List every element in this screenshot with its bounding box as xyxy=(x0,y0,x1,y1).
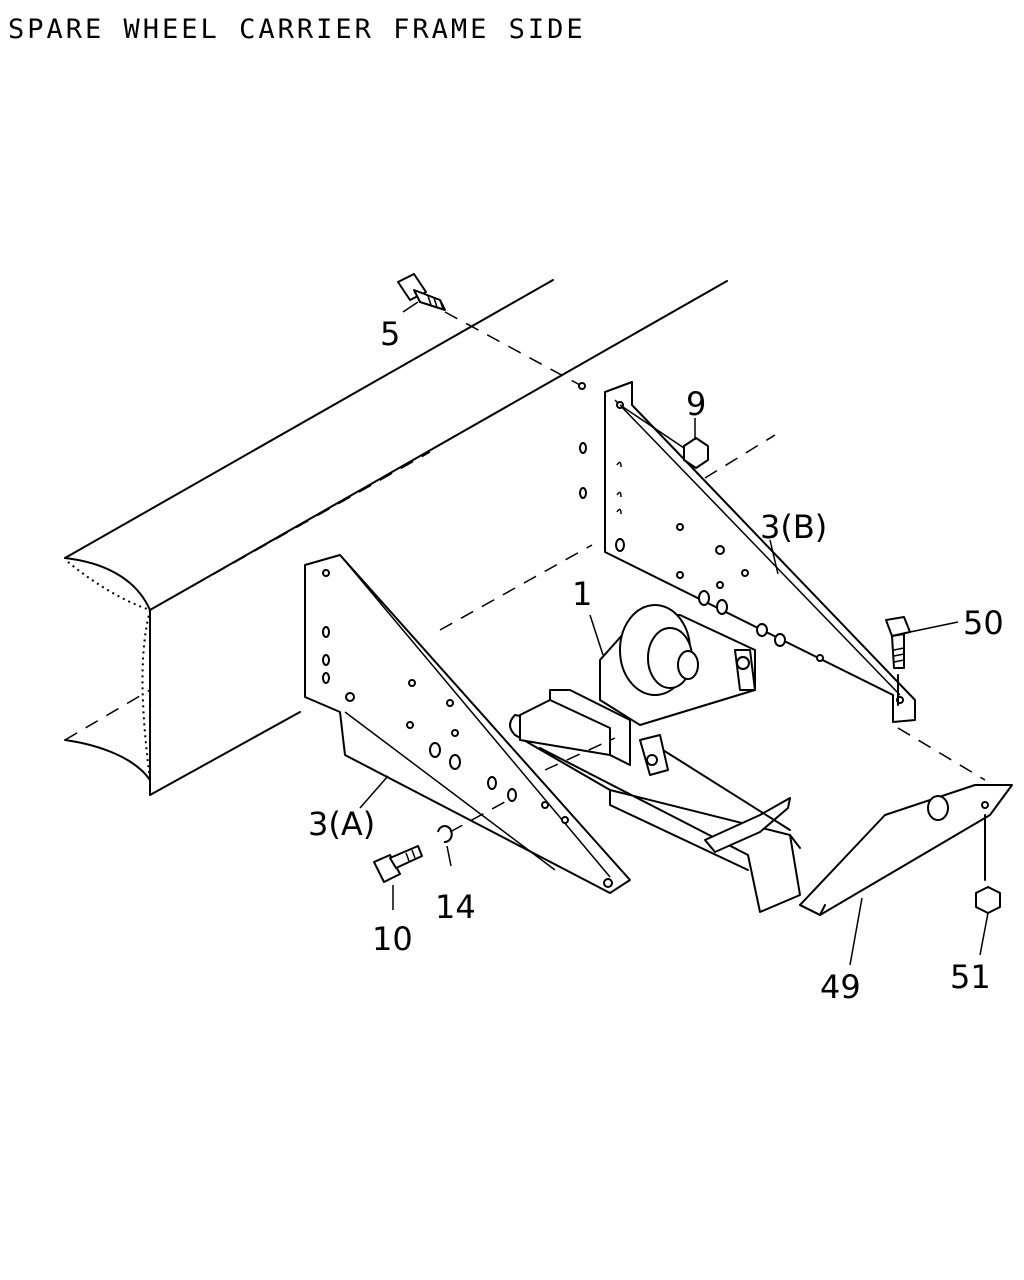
nut-51 xyxy=(975,814,1001,914)
bracket-3b xyxy=(578,381,916,723)
callout-5: 5 xyxy=(380,315,400,353)
nut-9 xyxy=(619,404,709,469)
plate-49 xyxy=(799,727,1013,916)
cross-channel xyxy=(509,714,801,913)
bolt-5 xyxy=(397,273,581,386)
callout-49: 49 xyxy=(820,968,861,1006)
callout-labels: 5 9 3(B) 1 50 3(A) 14 10 51 49 xyxy=(308,315,1004,1006)
callout-9: 9 xyxy=(686,385,706,423)
callout-50: 50 xyxy=(963,604,1004,642)
callout-1: 1 xyxy=(572,575,592,613)
callout-10: 10 xyxy=(372,920,413,958)
leader-lines xyxy=(359,301,989,966)
winch-carrier xyxy=(519,604,756,776)
callout-14: 14 xyxy=(435,888,476,926)
callout-51: 51 xyxy=(950,958,991,996)
diagram-title: SPARE WHEEL CARRIER FRAME SIDE xyxy=(8,14,586,45)
callout-3b: 3(B) xyxy=(760,508,827,546)
bolt-10 xyxy=(373,845,423,883)
bolt-50 xyxy=(885,616,911,706)
callout-3a: 3(A) xyxy=(308,805,375,843)
bracket-3a xyxy=(304,554,631,894)
washer-14 xyxy=(437,797,513,844)
